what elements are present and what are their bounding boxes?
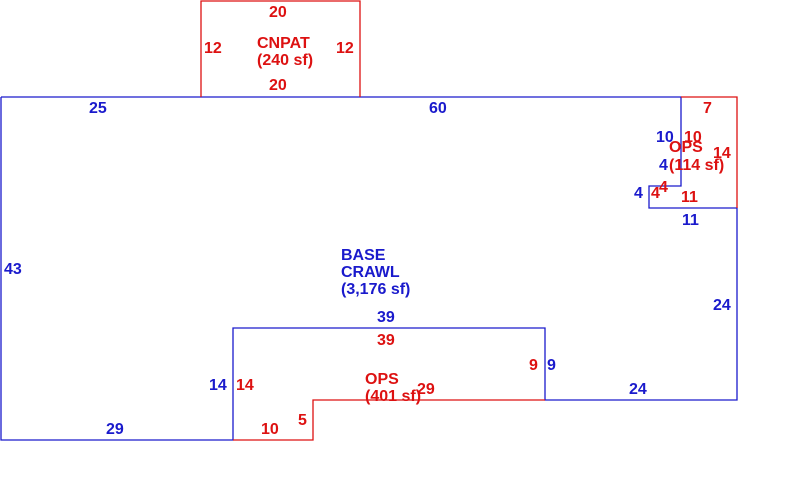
dim-base-top-left: 25 bbox=[89, 100, 107, 117]
dim-ops-bottom-notch: 5 bbox=[298, 412, 307, 429]
dim-ops-bottom-right: 9 bbox=[529, 357, 538, 374]
dim-base-notch-side: 4 bbox=[659, 157, 668, 174]
ops-right-area-label: (114 sf) bbox=[669, 157, 724, 174]
dim-cnpat-left: 12 bbox=[204, 40, 222, 57]
dim-base-right: 24 bbox=[713, 297, 731, 314]
dim-base-bottom-left: 29 bbox=[106, 421, 124, 438]
dim-ops-right-step: 4 bbox=[659, 179, 668, 196]
ops-bottom-label: OPS bbox=[365, 371, 399, 388]
dim-ops-right-side: 14 bbox=[713, 145, 731, 162]
dim-ops-right-bottom: 11 bbox=[681, 189, 698, 206]
ops-right-outline bbox=[681, 96, 738, 208]
base-area-label: (3,176 sf) bbox=[341, 281, 410, 298]
dim-ops-bottom-top: 39 bbox=[377, 332, 395, 349]
ops-right-label: OPS bbox=[669, 139, 703, 156]
dim-cnpat-bottom: 20 bbox=[269, 77, 287, 94]
dim-ops-bottom-bottom: 29 bbox=[417, 381, 435, 398]
dim-ops-right-left: 4 bbox=[651, 185, 660, 202]
dim-base-top-right: 60 bbox=[429, 100, 447, 117]
dim-base-notch-bottom: 11 bbox=[682, 212, 699, 229]
dim-base-step-right: 9 bbox=[547, 357, 556, 374]
cnpat-outline bbox=[200, 0, 361, 97]
dim-base-step-left: 14 bbox=[209, 377, 227, 394]
dim-cnpat-top: 20 bbox=[269, 4, 287, 21]
base-label-line2: CRAWL bbox=[341, 264, 400, 281]
cnpat-label: CNPAT bbox=[257, 35, 310, 52]
dim-cnpat-right: 12 bbox=[336, 40, 354, 57]
dim-ops-bottom-notch-bottom: 10 bbox=[261, 421, 279, 438]
ops-bottom-outline bbox=[233, 399, 545, 441]
dim-base-step-top: 39 bbox=[377, 309, 395, 326]
ops-bottom-area-label: (401 sf) bbox=[365, 388, 421, 405]
dim-base-left: 43 bbox=[4, 261, 22, 278]
dim-base-bottom-right: 24 bbox=[629, 381, 647, 398]
dim-ops-right-top: 7 bbox=[703, 100, 712, 117]
dim-ops-right-inner: 10 bbox=[684, 129, 702, 146]
dim-base-notch-top: 10 bbox=[656, 129, 674, 146]
cnpat-area-label: (240 sf) bbox=[257, 52, 313, 69]
dim-ops-bottom-left: 14 bbox=[236, 377, 254, 394]
base-label-line1: BASE bbox=[341, 247, 386, 264]
dim-base-notch-left: 4 bbox=[634, 185, 643, 202]
